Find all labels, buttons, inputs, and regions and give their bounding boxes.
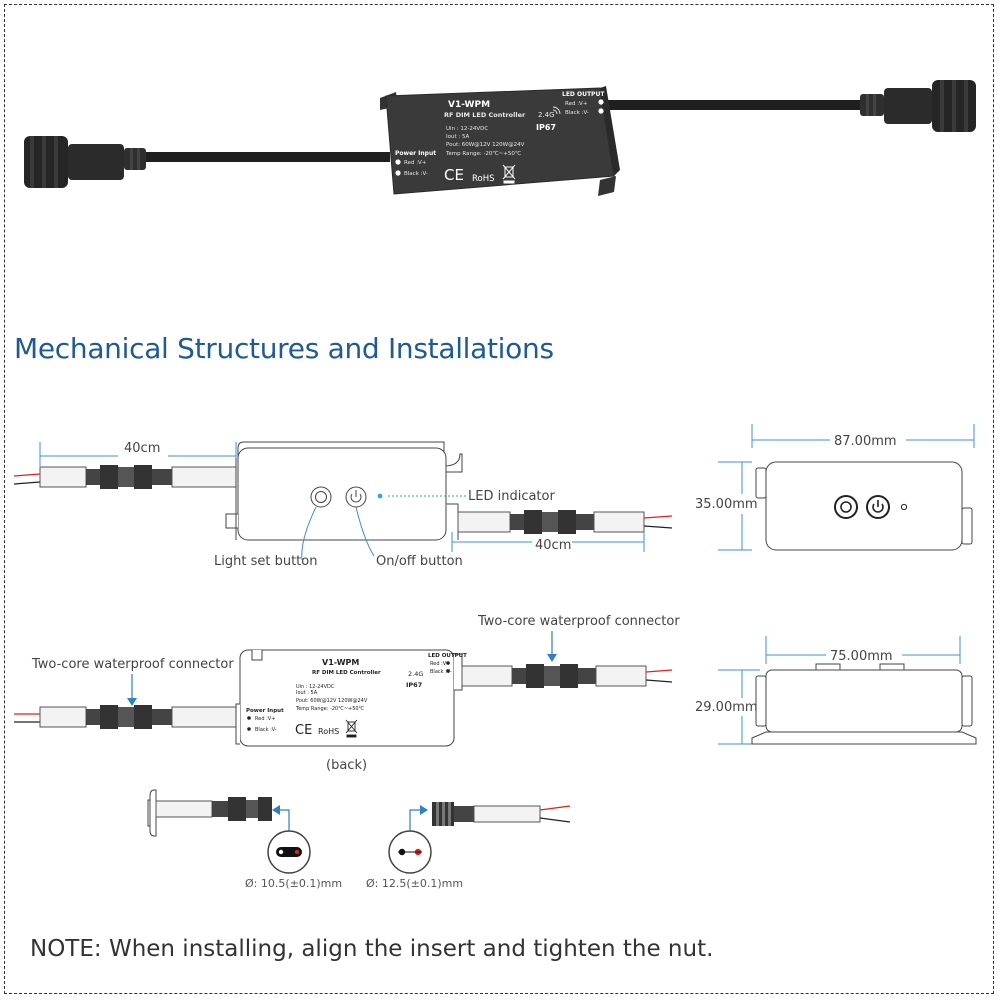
ce-mark: CE xyxy=(444,166,464,184)
spec-temp: Temp Range: -20℃~+50℃ xyxy=(445,150,521,157)
power-input-title: Power Input xyxy=(395,150,436,157)
wireless-signal-icon xyxy=(552,106,561,115)
dashed-frame xyxy=(4,4,994,994)
output-red-terminal xyxy=(598,99,604,105)
rohs-mark: RoHS xyxy=(472,174,495,184)
installation-note: NOTE: When installing, align the insert … xyxy=(30,936,714,962)
power-black-terminal xyxy=(395,170,401,176)
led-output-title: LED OUTPUT xyxy=(562,91,605,98)
right-waterproof-connector xyxy=(860,80,976,132)
section-title: Mechanical Structures and Installations xyxy=(14,332,554,365)
power-red-terminal xyxy=(395,159,401,165)
output-red: Red :V+ xyxy=(565,101,588,107)
weee-bin-icon xyxy=(502,164,516,184)
output-black: Black :V- xyxy=(565,110,589,116)
frequency-label: 2.4G xyxy=(538,111,555,119)
controller-housing xyxy=(380,86,620,196)
spec-pout: Pout: 60W@12V 120W@24V xyxy=(446,142,525,148)
power-red: Red :V+ xyxy=(404,160,427,166)
product-model: V1-WPM xyxy=(448,100,490,110)
spec-iout: Iout : 5A xyxy=(446,134,469,140)
power-black: Black :V- xyxy=(404,171,428,177)
ip-rating: IP67 xyxy=(536,123,556,132)
spec-uin: Uin : 12-24VDC xyxy=(446,126,488,132)
right-cable xyxy=(600,100,870,110)
left-waterproof-connector xyxy=(24,136,146,188)
left-cable xyxy=(140,152,390,162)
output-black-terminal xyxy=(598,108,604,114)
product-photo: V1-WPM RF DIM LED Controller Uin : 12-24… xyxy=(24,80,976,196)
product-subtitle: RF DIM LED Controller xyxy=(444,111,526,119)
